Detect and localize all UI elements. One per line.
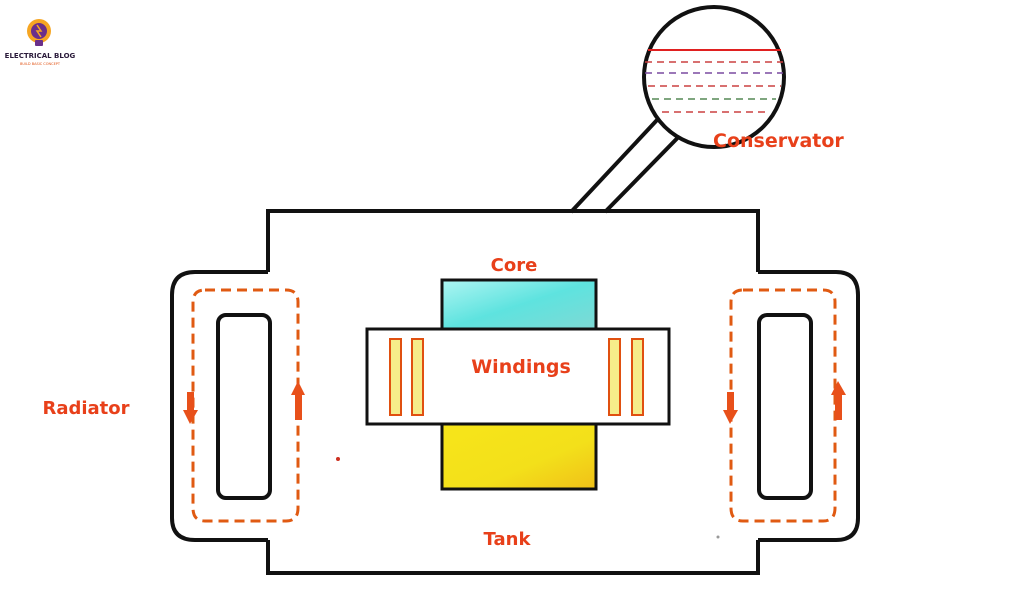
core-label: Core — [491, 255, 538, 276]
arrow-down-icon — [183, 392, 198, 424]
tank-outline — [266, 209, 760, 575]
stray-dot — [336, 457, 340, 461]
tank-label: Tank — [484, 529, 532, 550]
radiator-label: Radiator — [42, 398, 129, 419]
brand-logo: ELECTRICAL BLOG BUILD BASIC CONCEPT — [5, 19, 76, 66]
radiator-right — [723, 270, 860, 542]
stray-dot — [716, 535, 720, 539]
conservator-label: Conservator — [713, 130, 844, 152]
oil-flow-path-right — [729, 288, 837, 523]
winding-coils-right — [608, 338, 644, 416]
arrow-up-icon — [291, 381, 305, 420]
arrow-down-icon — [723, 392, 738, 424]
conservator — [642, 5, 786, 149]
logo-name: ELECTRICAL BLOG — [5, 52, 76, 60]
lightbulb-icon — [27, 19, 51, 46]
windings-label: Windings — [471, 356, 571, 378]
arrow-up-icon — [831, 381, 846, 420]
radiator-left — [170, 270, 305, 542]
oil-flow-path-left — [191, 288, 300, 523]
core-lower — [440, 422, 598, 491]
core-upper — [440, 278, 598, 332]
winding-coils-left — [389, 338, 424, 416]
logo-tagline: BUILD BASIC CONCEPT — [20, 62, 61, 66]
